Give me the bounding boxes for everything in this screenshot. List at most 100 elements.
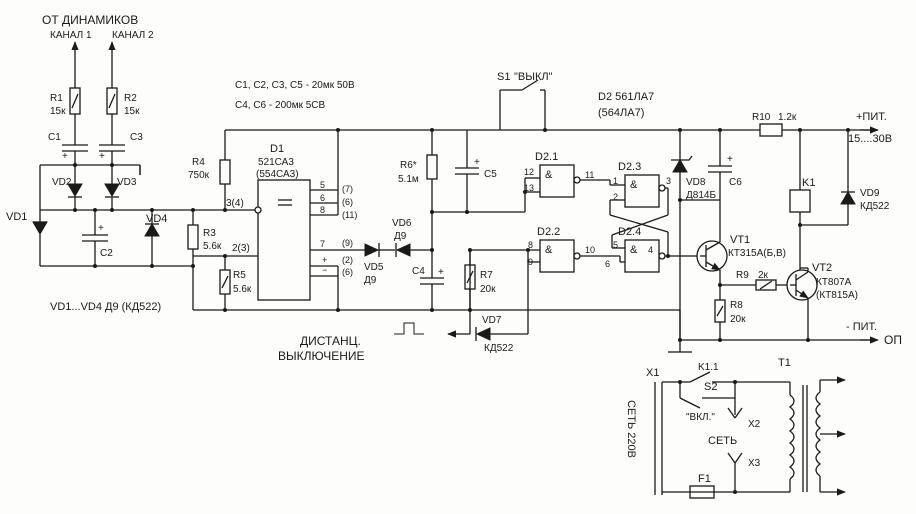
svg-text:+: + (322, 255, 327, 265)
d1-pin-6: 6 (320, 193, 325, 203)
remote-label-1: ДИСТАНЦ. (300, 334, 361, 348)
vd8-label: VD8 (686, 177, 706, 188)
r2-label: R2 (124, 93, 137, 104)
diode-vd6 (395, 243, 411, 257)
r6-value: 5.1м (398, 174, 419, 185)
cap-note-1: C1, C2, C3, C5 - 20мк 50В (235, 80, 355, 91)
diode-vd4 (144, 223, 160, 237)
s1-label[interactable]: S1 (497, 71, 510, 83)
vd9-label: VD9 (860, 188, 880, 199)
r9-label: R9 (736, 270, 749, 281)
svg-text:−: − (322, 265, 327, 275)
vd1-label: VD1 (6, 211, 27, 223)
r4-value: 750к (188, 170, 210, 181)
r1-label: R1 (50, 93, 63, 104)
comparator-section: C1, C2, C3, C5 - 20мк 50В C4, C6 - 200мк… (187, 80, 680, 312)
vd7-label: VD7 (482, 315, 502, 326)
timing-section: VD5 Д9 VD6 Д9 R6* 5.1м + C4 + C5 (278, 71, 553, 363)
svg-text:+: + (474, 157, 480, 168)
d1-pin-3-4: 3(4) (226, 198, 244, 209)
vd6-value: Д9 (394, 231, 407, 242)
chip-d1 (257, 179, 311, 301)
d2-alt-label: (564ЛА7) (598, 107, 644, 119)
r8-label: R8 (730, 300, 743, 311)
resistor-r6 (426, 154, 438, 180)
r3-label: R3 (203, 228, 216, 239)
vt2-part-alt: (КТ815А) (816, 290, 858, 301)
d1-pin-7: 7 (320, 239, 325, 249)
d1-pin-2-3: 2(3) (232, 243, 250, 254)
diode-vd5 (364, 243, 380, 257)
d1-pin-6c-alt: (6) (342, 267, 353, 277)
common-label: ОП (884, 333, 902, 347)
pos-supply-voltage: 15....30В (848, 133, 892, 145)
c6-label: C6 (729, 177, 742, 188)
svg-text:6: 6 (605, 259, 610, 269)
svg-text:+: + (99, 151, 105, 162)
svg-text:5: 5 (613, 240, 618, 250)
resistor-r3 (187, 224, 199, 250)
pulse-icon (394, 322, 424, 335)
gate-d2-1 (539, 164, 575, 198)
s2-label[interactable]: S2 (704, 381, 717, 393)
svg-text:+: + (62, 151, 68, 162)
d2-label: D2 561ЛА7 (598, 91, 654, 103)
d1-pin-2-alt: (2) (342, 255, 353, 265)
resistor-r10 (759, 123, 783, 137)
from-speakers-label: ОТ ДИНАМИКОВ (42, 13, 138, 27)
resistor-r4 (219, 159, 231, 185)
vd2-label: VD2 (52, 177, 72, 188)
vt2-part: КТ807А (816, 277, 852, 288)
vt1-label: VT1 (730, 234, 750, 246)
svg-text:8: 8 (528, 240, 533, 250)
mains-socket-label: СЕТЬ (708, 435, 737, 447)
svg-text:10: 10 (585, 245, 595, 255)
d1-part-alt: (554СА3) (256, 169, 299, 180)
channel-2-label: КАНАЛ 2 (112, 30, 154, 41)
r10-label: R10 (752, 112, 771, 123)
r8-value: 20к (730, 314, 746, 325)
input-section: ОТ ДИНАМИКОВ КАНАЛ 1 КАНАЛ 2 R1 15к C1 +… (6, 13, 225, 313)
svg-text:4: 4 (648, 245, 653, 255)
s2-on-label: "ВКЛ." (686, 412, 715, 423)
gate-d2-2 (539, 239, 575, 273)
r5-value: 5.6к (233, 284, 252, 295)
d1-part: 521СА3 (258, 157, 294, 168)
zener-vd8 (672, 159, 688, 173)
logic-section: D2 561ЛА7 (564ЛА7) D2.1 & 12 13 11 D2.2 … (470, 91, 690, 273)
r5-label: R5 (233, 270, 246, 281)
svg-text:+: + (727, 154, 733, 165)
svg-text:12: 12 (524, 167, 534, 177)
svg-text:&: & (545, 169, 553, 181)
svg-text:&: & (630, 179, 638, 191)
d22-label: D2.2 (537, 226, 560, 238)
c5-label: C5 (484, 169, 497, 180)
r6-label: R6* (400, 160, 417, 171)
gate-d2-3 (624, 174, 660, 208)
d1-pin-9-alt: (9) (342, 238, 353, 248)
vt1-part: КТ315А(Б,В) (728, 248, 786, 259)
vd8-value: Д814Б (686, 190, 716, 201)
x1-label: X1 (646, 367, 659, 379)
r4-label: R4 (192, 157, 205, 168)
svg-text:&: & (630, 244, 638, 256)
diode-vd9 (840, 191, 856, 205)
pos-supply-label: +ПИТ. (856, 111, 887, 123)
transistor-vt2 (786, 269, 818, 301)
vd5-label: VD5 (364, 262, 384, 273)
k11-label: K1.1 (698, 362, 719, 373)
k1-label: K1 (802, 177, 815, 189)
c1-label: C1 (48, 132, 61, 143)
f1-label: F1 (698, 473, 711, 485)
x2-label: X2 (748, 419, 761, 430)
output-section: R10 1.2к +ПИТ. 15....30В VD8 Д814Б + C6 (668, 111, 902, 353)
d1-pin-5: 5 (320, 180, 325, 190)
r2-value: 15к (124, 106, 140, 117)
svg-text:+: + (98, 223, 104, 234)
transformer-secondary (815, 391, 822, 477)
r1-value: 15к (50, 106, 66, 117)
relay-k1 (789, 189, 811, 213)
d1-label: D1 (270, 143, 284, 155)
svg-text:2: 2 (613, 192, 618, 202)
